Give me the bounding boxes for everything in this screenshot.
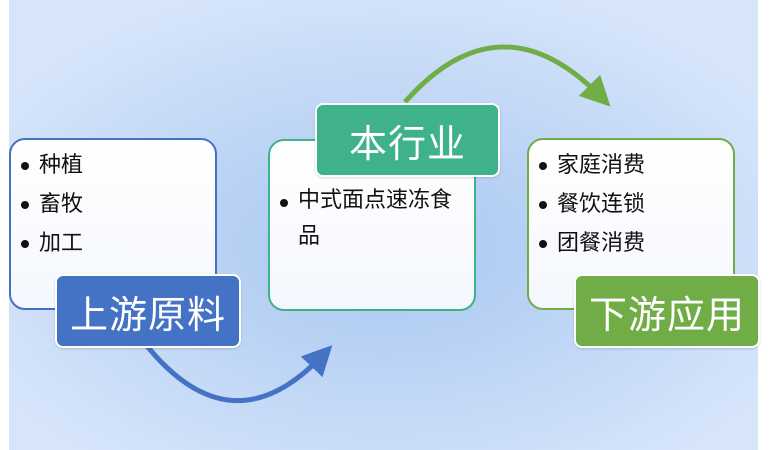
- arrow-midstream-to-downstream: [403, 44, 611, 107]
- midstream-label: 本行业: [315, 103, 500, 177]
- list-item: 家庭消费: [537, 146, 733, 185]
- downstream-list: 家庭消费 餐饮连锁 团餐消费: [537, 146, 733, 263]
- list-item: 种植: [19, 146, 215, 185]
- list-item: 加工: [19, 224, 215, 263]
- list-item: 中式面点速冻食品: [278, 183, 458, 255]
- list-item: 餐饮连锁: [537, 185, 733, 224]
- downstream-label: 下游应用: [574, 274, 760, 348]
- upstream-list: 种植 畜牧 加工: [19, 146, 215, 263]
- list-item: 畜牧: [19, 185, 215, 224]
- list-item: 团餐消费: [537, 224, 733, 263]
- upstream-label: 上游原料: [55, 274, 241, 348]
- midstream-list: 中式面点速冻食品: [278, 183, 474, 255]
- arrow-upstream-to-midstream: [145, 344, 333, 403]
